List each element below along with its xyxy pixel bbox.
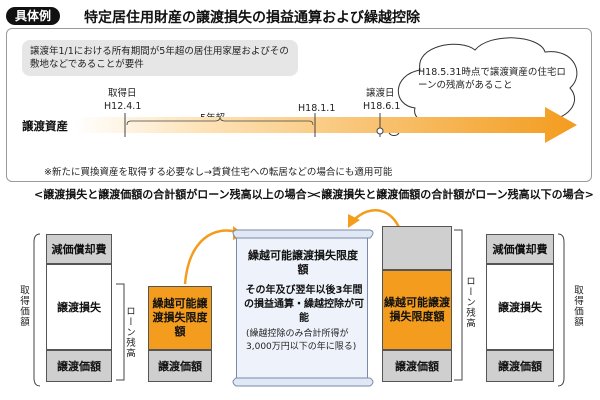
right-top-gray-box xyxy=(382,226,452,270)
scroll-bottom-curl xyxy=(232,377,374,387)
page-title: 特定居住用財産の譲渡損失の損益通算および繰越控除 xyxy=(84,10,420,26)
right-loss-box: 譲渡損失 xyxy=(486,264,554,350)
footnote: ※新たに買換資産を取得する必要なし→賃貸住宅への転居などの場合にも適用可能 xyxy=(44,167,393,178)
thought-bubble-text: H18.5.31時点で譲渡資産の住宅ローンの残高があること xyxy=(418,67,566,91)
scroll-body: その年及び翌年以後3年間の損益通算・繰越控除が可能 xyxy=(244,285,364,324)
timeline-arrow xyxy=(75,107,577,143)
left-case-heading: <譲渡損失と譲渡価額の合計額がローン残高以上の場合> xyxy=(34,188,316,201)
acquisition-label: 取得日 xyxy=(108,88,137,99)
right-loan-bracket xyxy=(454,229,463,381)
scroll-title: 繰越可能譲渡損失限度額 xyxy=(248,249,358,276)
right-cost-bracket xyxy=(557,233,565,387)
left-loan-label: ローン残高 xyxy=(124,306,135,359)
right-cost-label: 取得価額 xyxy=(572,285,583,327)
left-loss-box: 譲渡損失 xyxy=(46,264,112,350)
transfer-label: 譲渡日 xyxy=(366,88,395,99)
right-curved-arrow xyxy=(348,209,402,231)
transfer-date: H18.6.1 xyxy=(363,101,401,112)
asset-label: 譲渡資産 xyxy=(22,119,68,133)
right-limit-box: 繰越可能譲渡損失限度額 xyxy=(382,270,452,350)
left-limit-box: 繰越可能譲渡損失限度額 xyxy=(148,286,212,350)
requirement-note: 譲渡年1/1における所有期間が5年超の居住用家屋およびその敷地などであることが要… xyxy=(22,40,298,76)
example-tag: 具体例 xyxy=(6,7,61,25)
left-cost-bracket xyxy=(33,233,41,387)
right-loan-label: ローン残高 xyxy=(464,276,475,329)
left-price-box-2: 譲渡価額 xyxy=(148,350,212,382)
scroll-note: (繰越控除のみ合計所得が3,000万円以下の年に限る) xyxy=(246,329,357,352)
acquisition-date: H12.4.1 xyxy=(104,101,142,112)
left-loan-bracket xyxy=(116,283,125,381)
jan-date: H18.1.1 xyxy=(298,103,336,114)
left-price-box: 譲渡価額 xyxy=(46,350,112,382)
right-case-heading: <譲渡損失と譲渡価額の合計額がローン残高以下の場合> xyxy=(312,188,594,201)
right-price-box-1: 譲渡価額 xyxy=(382,350,452,382)
right-price-box-2: 譲渡価額 xyxy=(486,350,554,382)
right-depreciation-box: 減価償却費 xyxy=(486,234,554,264)
left-depreciation-box: 減価償却費 xyxy=(46,234,112,264)
scroll-top-curl xyxy=(232,229,374,239)
left-cost-label: 取得価額 xyxy=(18,285,29,327)
